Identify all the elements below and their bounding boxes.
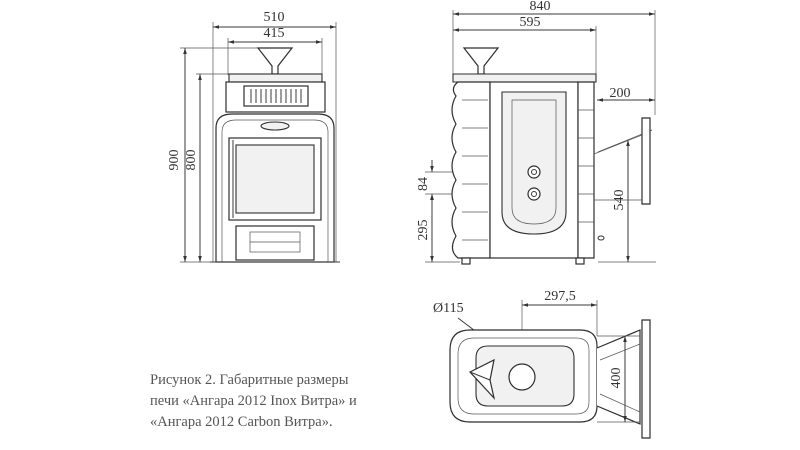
- side-fire-door: [641, 117, 651, 205]
- front-funnel: [256, 47, 294, 75]
- side-leg-left: [461, 257, 471, 265]
- side-pipe-height-label: 295: [416, 220, 431, 241]
- side-ribbed-panel: [451, 81, 491, 259]
- top-offset-label: 297,5: [544, 289, 576, 304]
- top-pipe-circle: [508, 363, 536, 391]
- caption-line-1: Рисунок 2. Габаритные размеры: [150, 372, 349, 388]
- front-emblem: [260, 121, 290, 131]
- front-outer-width-label: 510: [264, 10, 285, 25]
- caption-line-3: «Ангара 2012 Carbon Витра».: [150, 414, 333, 430]
- front-vent-grille: [250, 89, 302, 103]
- figure-caption: Рисунок 2. Габаритные размеры печи «Анга…: [150, 370, 410, 433]
- side-pipe-lower: [527, 187, 541, 201]
- front-height-body-label: 800: [184, 150, 199, 171]
- front-door-glass: [235, 144, 315, 214]
- top-door-flange: [596, 329, 641, 425]
- side-inner-width-label: 595: [520, 15, 541, 30]
- side-funnel: [462, 47, 500, 75]
- side-view: 840 595 200 84 295 540: [416, 0, 656, 265]
- top-view: 297,5 Ø115 400: [433, 289, 651, 439]
- front-view: 510 415 900 800: [167, 10, 340, 263]
- top-diameter-label: Ø115: [433, 301, 464, 316]
- front-inner-width-label: 415: [264, 26, 285, 41]
- top-depth-label: 400: [609, 368, 624, 389]
- side-outer-width-label: 840: [530, 0, 551, 14]
- side-pipe-gap-label: 84: [416, 177, 431, 191]
- front-height-total-label: 900: [167, 150, 182, 171]
- caption-line-2: печи «Ангара 2012 Inox Витра» и: [150, 393, 357, 409]
- front-top-tray: [228, 73, 323, 83]
- side-heat-shield: [501, 91, 567, 235]
- side-pipe-upper: [527, 165, 541, 179]
- top-fire-door: [641, 319, 651, 439]
- front-ash-drawer: [235, 225, 315, 261]
- side-leg-right: [575, 257, 585, 265]
- side-top-tray: [452, 73, 597, 83]
- side-offset-label: 200: [610, 86, 631, 101]
